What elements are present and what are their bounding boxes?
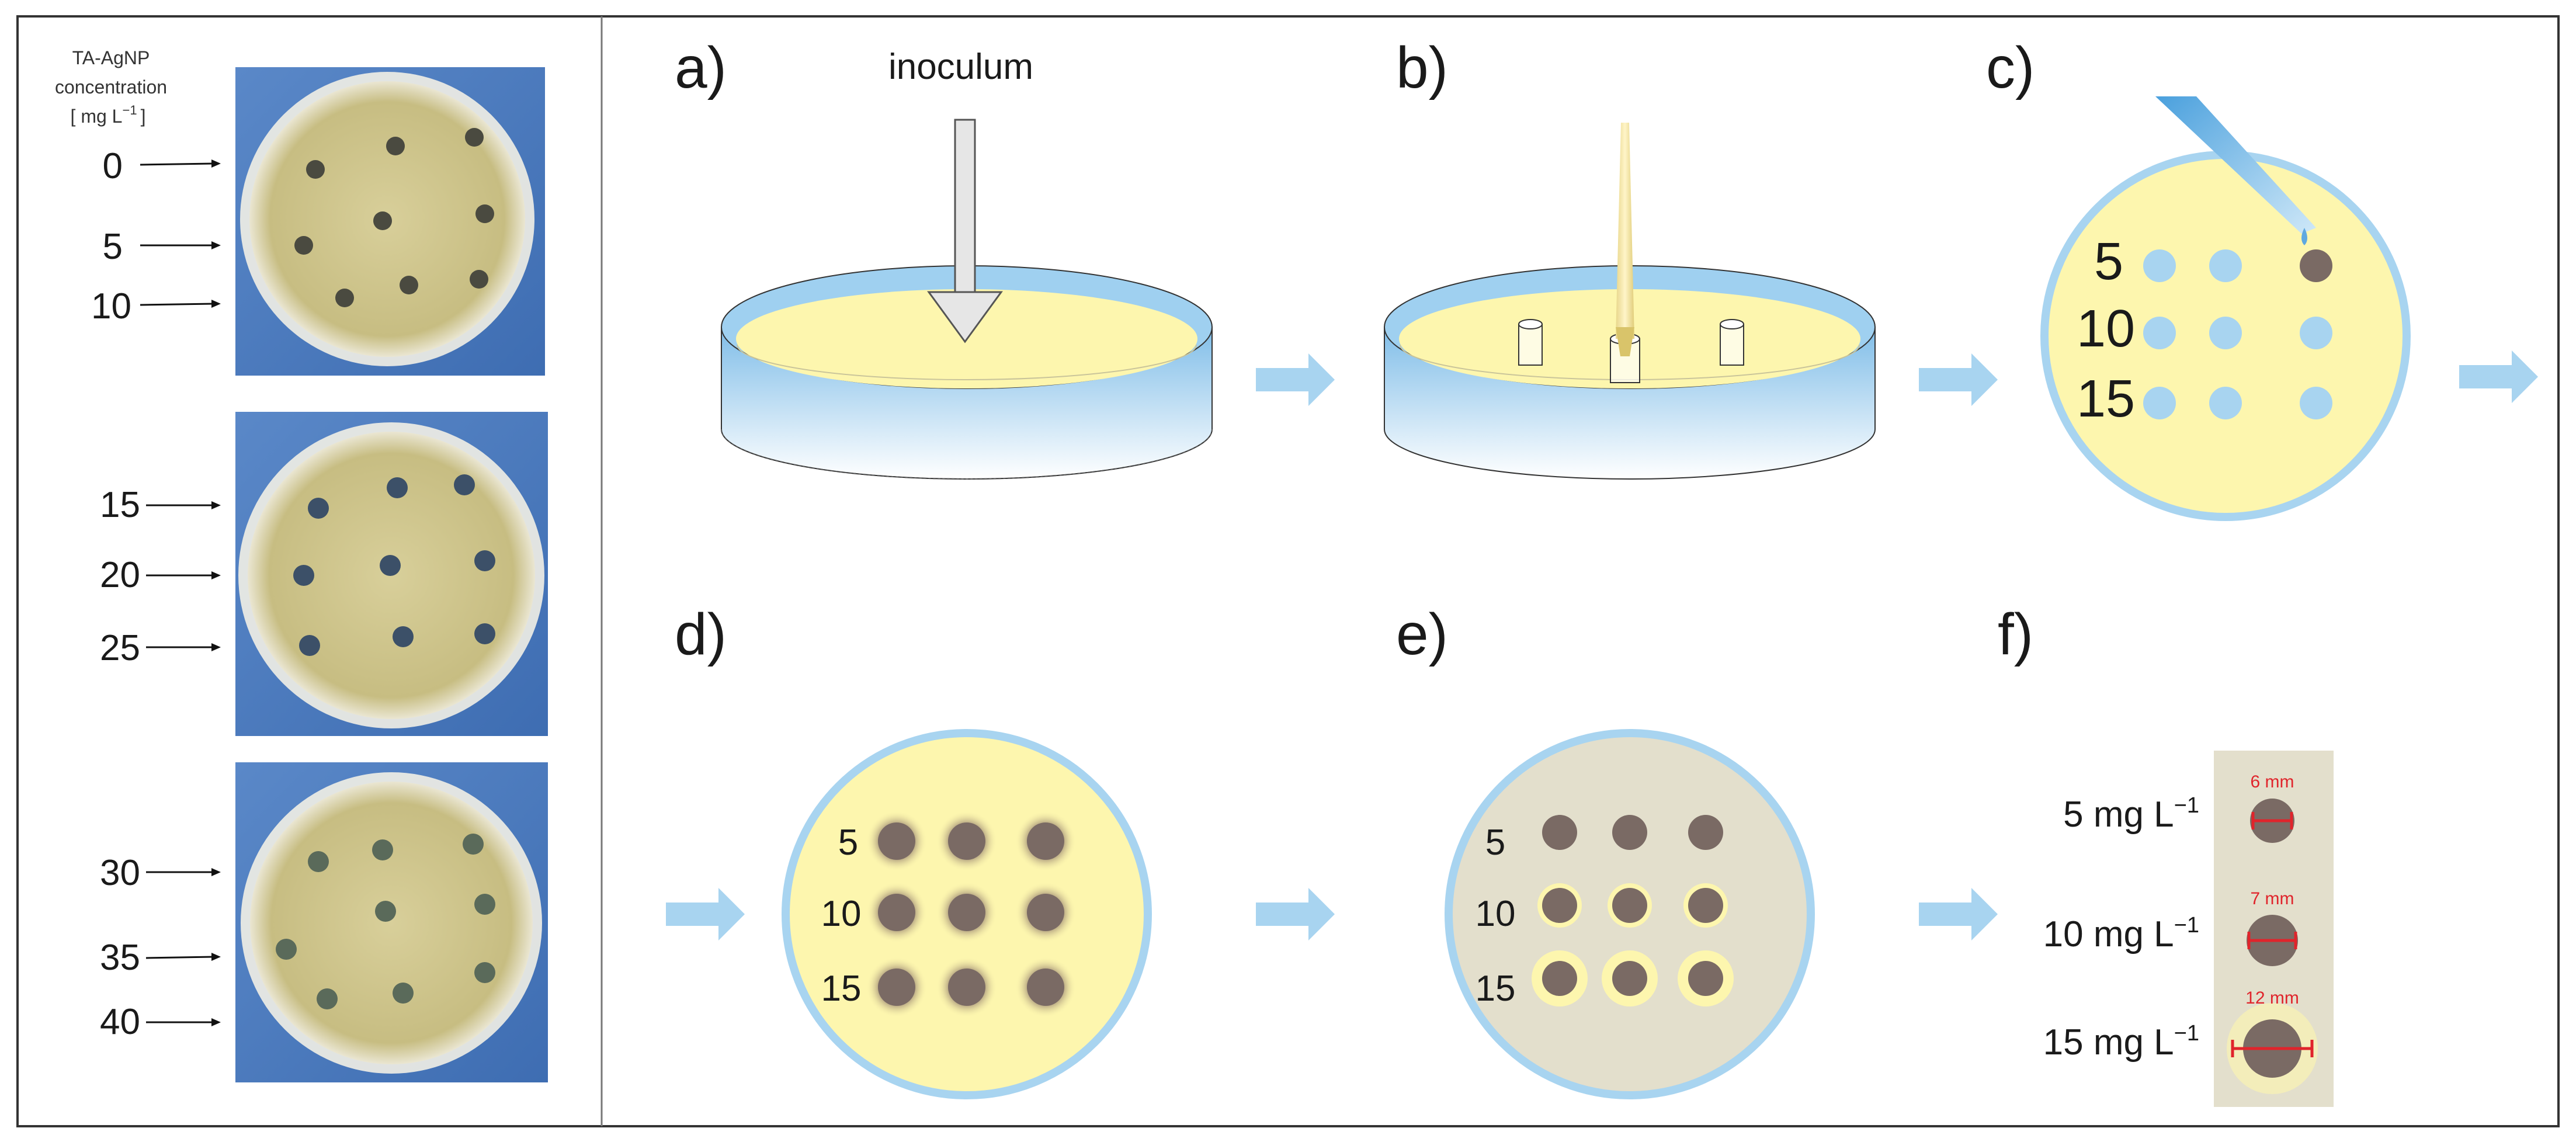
plate-photo-1 — [235, 67, 545, 376]
legend-unit-text: [ mg L — [71, 106, 123, 127]
plate-photo-2 — [235, 412, 548, 736]
step-e-row-15: 15 — [1476, 969, 1516, 1009]
conc-label-15: 15 — [100, 485, 140, 525]
conc-label-30: 30 — [100, 853, 140, 893]
conc-label-20: 20 — [100, 555, 140, 595]
step-d-row-15: 15 — [821, 969, 862, 1009]
step-d-label: d) — [675, 602, 727, 667]
conc-label-10: 10 — [91, 286, 131, 327]
flow-arrow-c-next — [2459, 350, 2538, 403]
result-label-5: 5 mg L−1 — [2063, 793, 2199, 835]
step-e-row-5: 5 — [1485, 822, 1505, 863]
result-label-5-exp: −1 — [2174, 793, 2199, 818]
step-c-row-15: 15 — [2077, 370, 2135, 428]
zone-size-5: 6 mm — [2251, 772, 2294, 792]
result-label-10-exp: −1 — [2174, 913, 2199, 938]
zone-size-15: 12 mm — [2245, 988, 2299, 1008]
step-d-plate: 5 10 15 — [782, 729, 1152, 1099]
zone-size-10: 7 mm — [2251, 889, 2294, 908]
conc-label-35: 35 — [100, 938, 140, 978]
pipette-tip — [1616, 123, 1634, 356]
result-label-15-exp: −1 — [2174, 1021, 2199, 1046]
result-label-10: 10 mg L−1 — [2043, 913, 2199, 954]
inoculum-label: inoculum — [888, 47, 1033, 87]
step-b-label: b) — [1396, 35, 1448, 100]
legend-unit-exp: −1 — [122, 103, 137, 117]
result-label-15: 15 mg L−1 — [2043, 1021, 2199, 1063]
step-c-plate: 5 10 15 — [2040, 151, 2411, 521]
step-c-row-10: 10 — [2077, 300, 2135, 358]
well-cylinders — [1518, 319, 1744, 383]
legend-title-line1: TA-AgNP — [72, 47, 150, 68]
step-a-label: a) — [675, 35, 727, 100]
conc-label-40: 40 — [100, 1002, 140, 1042]
inoculum-arrow — [927, 119, 1003, 343]
flow-arrow-into-d — [666, 888, 745, 940]
step-e-row-10: 10 — [1476, 894, 1516, 934]
conc-label-5: 5 — [103, 227, 123, 267]
conc-label-0: 0 — [103, 146, 123, 186]
plate1-labels: 0 5 10 — [91, 146, 221, 327]
flow-arrow-e-f — [1919, 888, 1998, 940]
flow-arrow-d-e — [1256, 888, 1335, 940]
result-label-15-text: 15 mg L — [2043, 1022, 2174, 1063]
conc-label-25: 25 — [100, 628, 140, 668]
flow-arrow-a-b — [1256, 353, 1335, 406]
step-f-label: f) — [1998, 602, 2033, 667]
plate-photo-3 — [235, 762, 548, 1082]
flow-arrow-b-c — [1919, 353, 1998, 406]
step-d-row-5: 5 — [838, 822, 858, 863]
legend-unit-close: ] — [141, 106, 146, 127]
step-c-row-5: 5 — [2094, 232, 2123, 291]
pipette — [2155, 96, 2316, 245]
photo-panel: TA-AgNP concentration [ mg L−1] — [55, 47, 548, 1082]
legend-title-unit: [ mg L−1] — [71, 103, 146, 127]
figure-border — [16, 15, 2560, 1127]
plate3-labels: 30 35 40 — [100, 853, 221, 1042]
result-label-5-text: 5 mg L — [2063, 794, 2174, 835]
step-e-plate: 5 10 15 — [1445, 729, 1815, 1099]
measure-bars — [2231, 812, 2314, 1057]
step-d-row-10: 10 — [821, 894, 862, 934]
legend-title-line2: concentration — [55, 77, 167, 98]
step-c-label: c) — [1986, 35, 2035, 100]
plate2-labels: 15 20 25 — [100, 485, 221, 668]
step-e-label: e) — [1396, 602, 1448, 667]
result-label-10-text: 10 mg L — [2043, 914, 2174, 954]
